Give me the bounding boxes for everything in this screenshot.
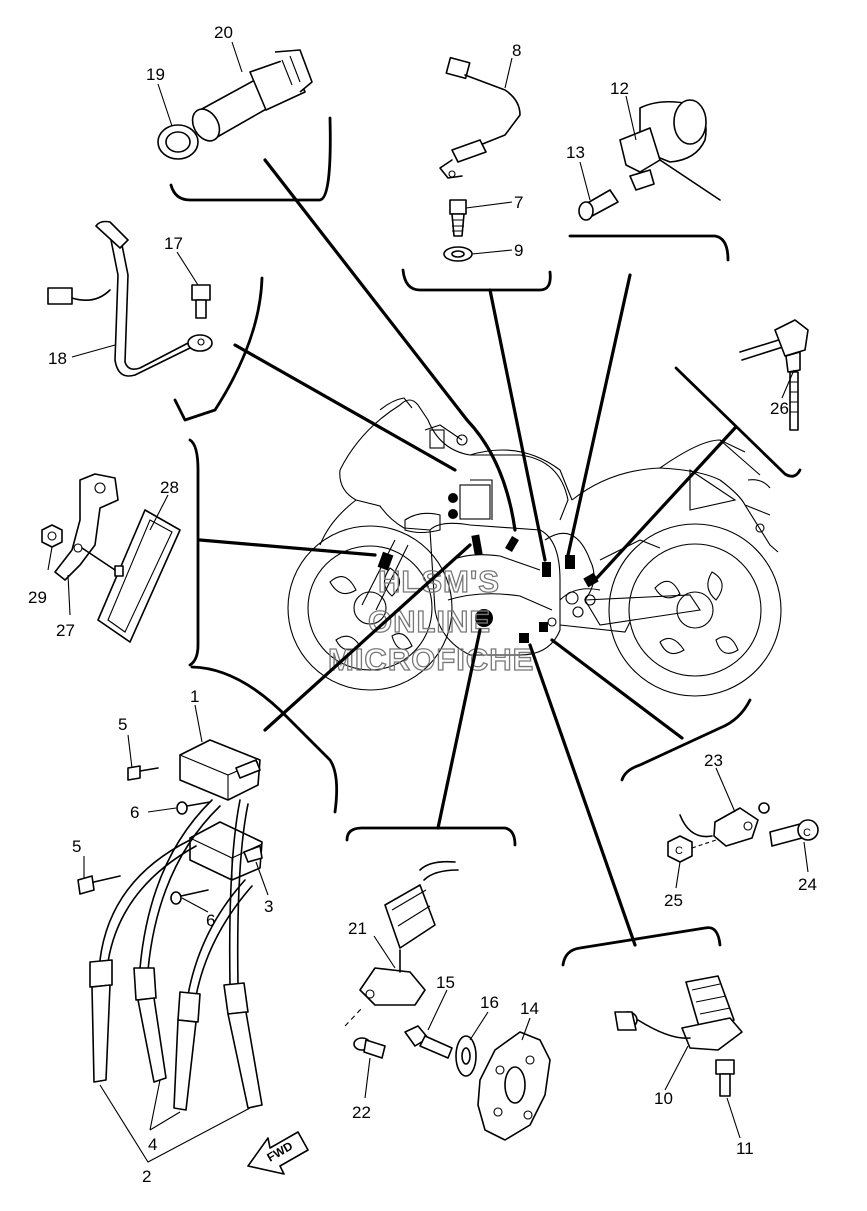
- part-5-bolt-lower: [77, 875, 121, 895]
- callout-2: 2: [142, 1167, 151, 1186]
- part-14-rotor-plate: [477, 1031, 551, 1141]
- callout-10: 10: [654, 1089, 673, 1108]
- part-18-lead: [47, 220, 213, 377]
- callout-12: 12: [610, 79, 629, 98]
- front-wheel: [287, 525, 453, 691]
- callout-29: 29: [28, 588, 47, 607]
- part-23-switch: [679, 802, 770, 847]
- part-15-bolt: [404, 1025, 453, 1059]
- part-24-screw: C: [769, 819, 819, 847]
- callout-7: 7: [514, 193, 523, 212]
- callout-lines: [47, 41, 809, 1163]
- part-6-screw-lower: [170, 889, 209, 905]
- callout-16: 16: [480, 993, 499, 1012]
- rear-wheel: [608, 523, 782, 697]
- part-5-bolt-upper: [127, 765, 159, 781]
- callout-19: 19: [146, 65, 165, 84]
- part-29-nut: [41, 524, 63, 548]
- callout-23: 23: [704, 751, 723, 770]
- part-20-thermo-sensor: [191, 49, 313, 142]
- callout-11: 11: [736, 1139, 754, 1158]
- callout-25: 25: [664, 891, 683, 910]
- part-8-lead-wire: [439, 56, 521, 179]
- watermark-line-1: HLSM'S: [378, 564, 500, 599]
- part-6-screw-upper: [176, 801, 211, 815]
- part-13-bolt: [578, 189, 619, 221]
- callout-22: 22: [352, 1103, 371, 1122]
- part-12-speed-sensor: [619, 99, 721, 201]
- part-11-bolt: [715, 1059, 735, 1097]
- part-22-bolt: [344, 1007, 386, 1059]
- callout-26: 26: [770, 399, 789, 418]
- callout-labels: 20 19 8 7 9 12 13 17 18 28 29 27 26 1 5 …: [28, 23, 817, 1186]
- part-4-plug-leads: [89, 799, 263, 1111]
- callout-18: 18: [48, 349, 67, 368]
- callout-14: 14: [520, 999, 539, 1018]
- watermark: HLSM'S ONLINE MICROFICHE: [327, 563, 534, 677]
- callout-17: 17: [164, 234, 183, 253]
- callout-27: 27: [56, 621, 75, 640]
- callout-15: 15: [436, 973, 455, 992]
- part-10-sensor: [614, 975, 743, 1051]
- fwd-arrow: FWD: [247, 1131, 309, 1175]
- part-21-pickup-coil: [359, 860, 459, 1006]
- part-16-washer: [455, 1035, 477, 1077]
- watermark-line-3: MICROFICHE: [328, 642, 534, 677]
- part-3-ignition-coil: [189, 821, 263, 881]
- callout-1: 1: [190, 687, 199, 706]
- callout-8: 8: [512, 41, 521, 60]
- callout-28: 28: [160, 478, 179, 497]
- callout-13: 13: [566, 143, 585, 162]
- part-19-gasket: [157, 124, 199, 160]
- callout-21: 21: [348, 919, 367, 938]
- part-26-sensor: [739, 319, 809, 431]
- part-17-bolt: [191, 284, 211, 319]
- callout-20: 20: [214, 23, 233, 42]
- part-1-ignition-coil: [179, 739, 261, 801]
- callout-3: 3: [264, 897, 273, 916]
- group-brackets: [169, 116, 802, 967]
- callout-24: 24: [798, 875, 817, 894]
- clip-letter-c-2: C: [675, 845, 683, 857]
- part-25-clip: C: [667, 835, 717, 863]
- callout-5-upper: 5: [118, 715, 127, 734]
- watermark-line-2: ONLINE: [368, 604, 491, 639]
- leader-lines: [198, 158, 737, 947]
- callout-6-upper: 6: [130, 803, 139, 822]
- callout-5-lower: 5: [72, 837, 81, 856]
- clip-letter-c: C: [803, 827, 811, 839]
- part-9-washer: [443, 246, 473, 262]
- part-7-switch: [449, 199, 467, 237]
- motorcycle-silhouette: [287, 397, 782, 697]
- part-28-module: [97, 509, 181, 643]
- part-27-bracket: [54, 473, 119, 581]
- callout-4: 4: [148, 1135, 157, 1154]
- callout-6-lower: 6: [206, 911, 215, 930]
- callout-9: 9: [514, 241, 523, 260]
